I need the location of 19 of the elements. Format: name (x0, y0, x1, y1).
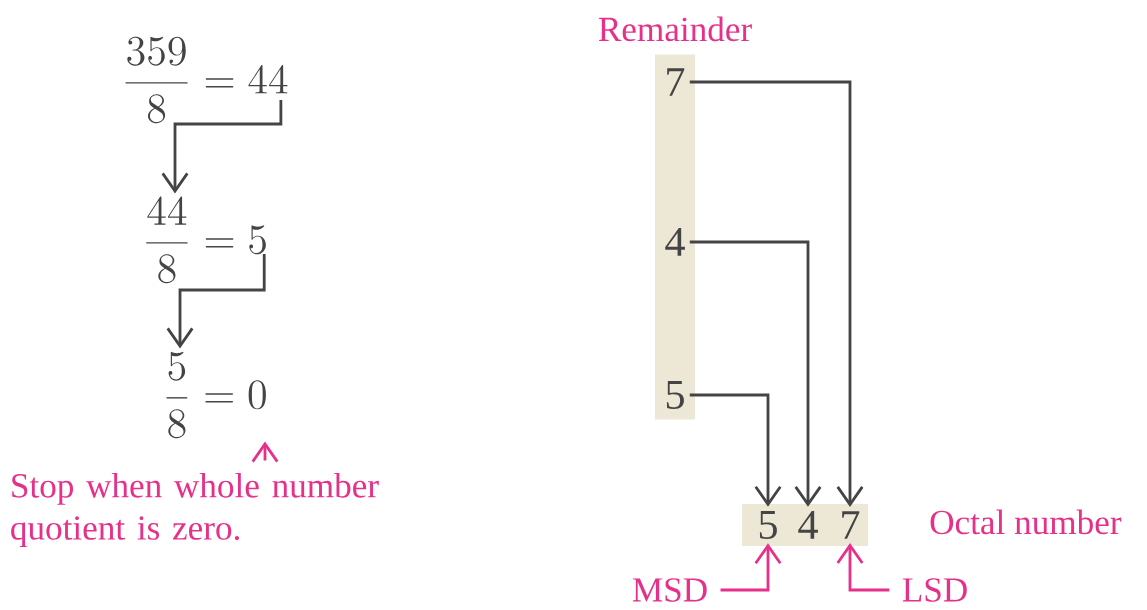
arrow (161, 100, 283, 194)
equation: $\frac{5}{8} = 0$ (166, 351, 266, 439)
arrow (166, 254, 266, 349)
digit: 5 (759, 510, 777, 539)
digit: 4 (798, 511, 818, 539)
digit: 7 (667, 68, 685, 96)
arrow (689, 393, 782, 507)
note-text: Stop when whole number quotient is zero. (11, 472, 379, 548)
equation: $\frac{44}{8} = 5$ (146, 196, 266, 284)
node-label: Remainder (598, 16, 752, 42)
digit: 7 (842, 511, 860, 539)
node-label: Octal number (930, 509, 1122, 535)
arrow (689, 240, 822, 507)
msd-label: MSD (632, 578, 707, 602)
arrow (689, 80, 864, 507)
digit: 5 (666, 381, 684, 409)
equation: $\frac{359}{8} = 44$ (125, 36, 288, 124)
lsd-label: LSD (902, 578, 967, 602)
digit: 4 (665, 228, 685, 256)
